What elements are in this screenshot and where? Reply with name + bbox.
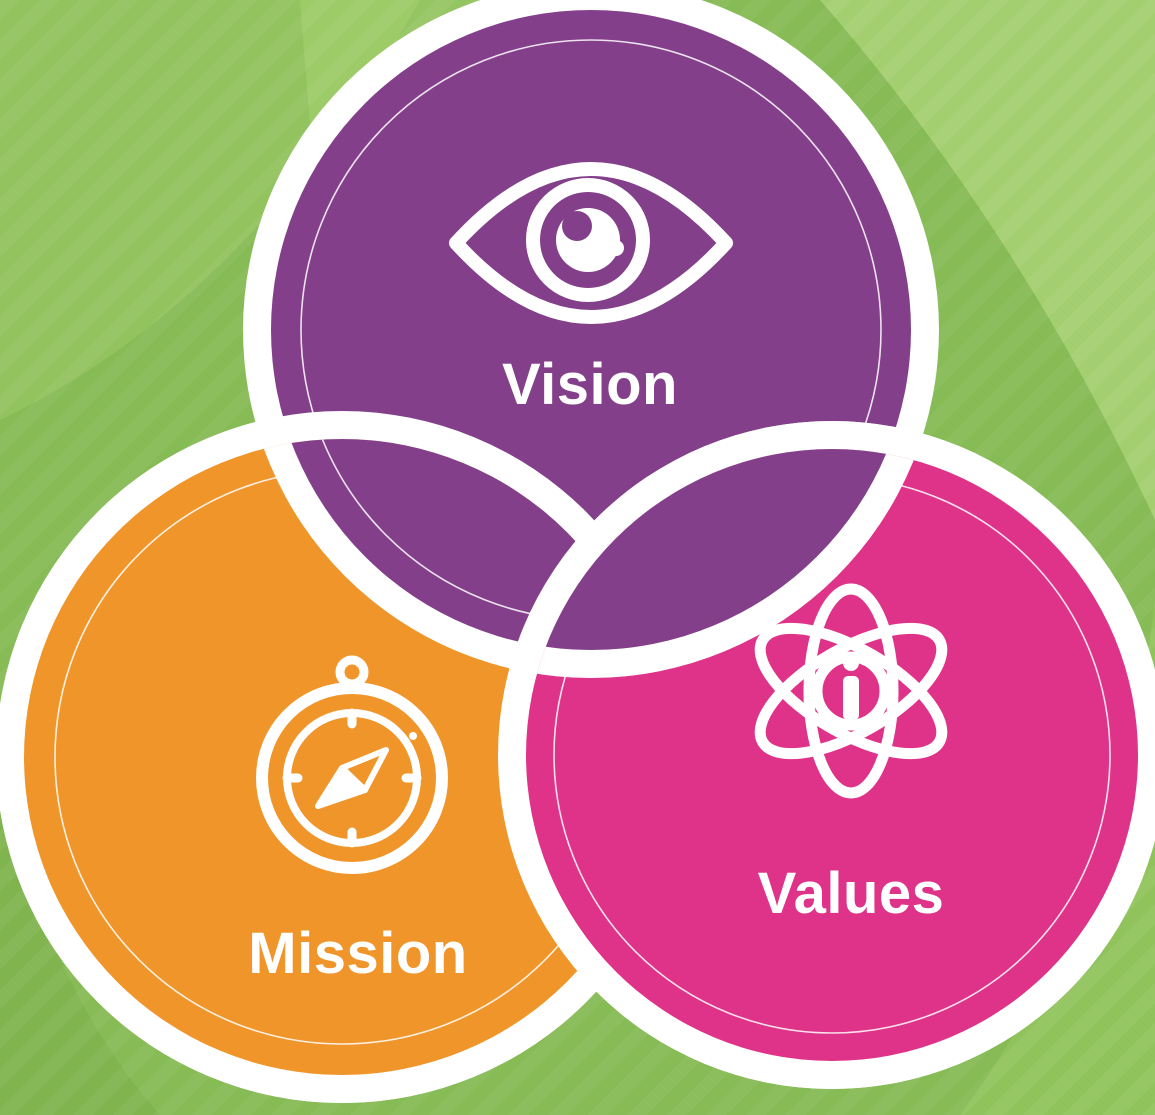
- eye-icon: [449, 162, 733, 324]
- mission-circle[interactable]: Mission: [0, 0, 939, 1103]
- compass-icon: [256, 655, 448, 874]
- mission-label: Mission: [248, 921, 467, 986]
- values-circle[interactable]: Values: [243, 0, 1155, 1089]
- atom-person-icon: [754, 583, 948, 799]
- vision-label: Vision: [502, 352, 678, 417]
- values-label: Values: [758, 861, 945, 926]
